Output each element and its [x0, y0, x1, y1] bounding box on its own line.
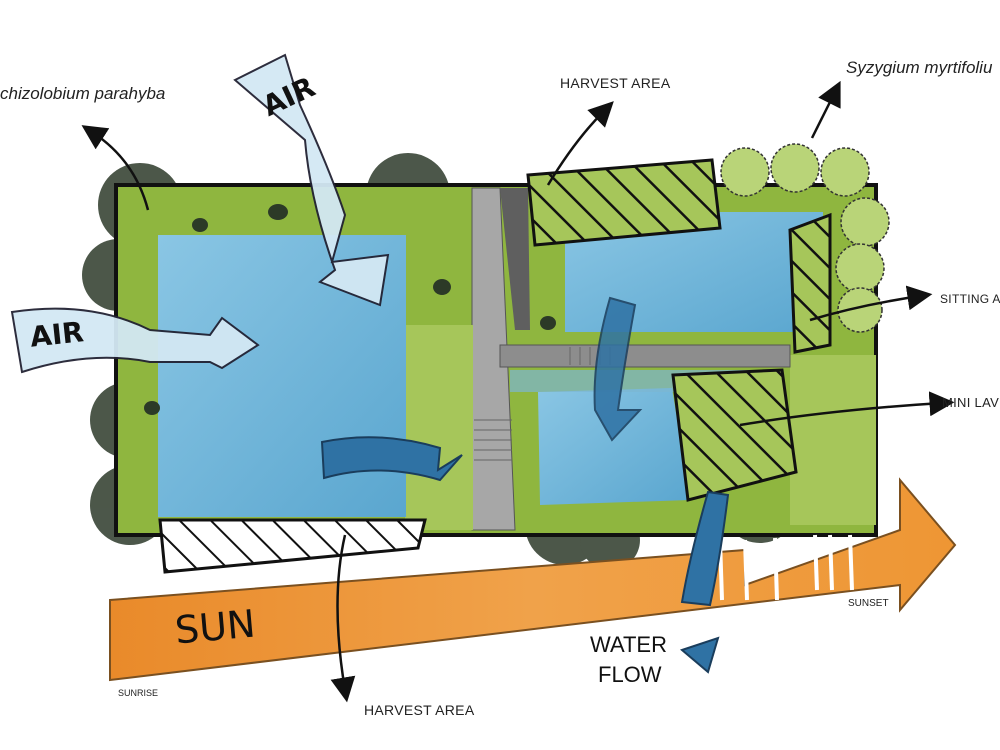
tree-label-left: chizolobium parahyba	[0, 84, 166, 103]
leader-tree-left	[81, 125, 150, 211]
pond-middle-right	[538, 388, 690, 505]
shrub	[820, 147, 870, 197]
air-arrow-top	[233, 53, 390, 307]
sitting-area-hatch	[788, 212, 832, 354]
harvest-area-top-hatch	[526, 158, 722, 247]
air-label-left: AIR	[28, 315, 86, 354]
shrub	[837, 287, 883, 333]
sunset-label: SUNSET	[848, 598, 889, 609]
leader-sitting	[809, 285, 933, 322]
leader-tree-right	[810, 80, 841, 139]
tree-label-right: Syzygium myrtifoliu	[846, 58, 993, 77]
sun-label: SUN	[173, 601, 258, 653]
shrub	[720, 147, 770, 197]
air-arrow-left	[10, 307, 260, 374]
sunrise-label: SUNRISE	[118, 688, 159, 698]
water-flow-arrow-main	[320, 436, 463, 482]
gravel-path-horizontal	[499, 344, 791, 368]
leader-mini-lawn	[739, 391, 955, 427]
shrub	[770, 143, 820, 193]
mini-lawn-label: MINI LAV	[942, 395, 1000, 410]
water-flow-label-line1: WATER	[590, 632, 667, 657]
water-flow-arrow-mid	[593, 296, 643, 442]
water-flow-arrow-down	[680, 490, 730, 607]
lawn-right-strip	[790, 355, 876, 525]
harvest-area-bottom-hatch	[158, 518, 427, 574]
shrub	[835, 243, 885, 293]
water-flow-arrowhead	[679, 636, 720, 674]
leader-harvest-bottom	[330, 534, 356, 703]
leader-harvest-top	[546, 101, 614, 186]
harvest-area-bottom-label: HARVEST AREA	[364, 702, 475, 718]
shrub	[840, 197, 890, 247]
lawn-lower-middle	[405, 325, 473, 530]
small-bushes	[144, 204, 556, 415]
shrub-row	[720, 143, 890, 333]
harvest-area-top-label: HARVEST AREA	[560, 75, 671, 91]
leader-lines	[81, 80, 955, 703]
sitting-area-label: SITTING A	[940, 292, 1000, 306]
mini-lawn-hatch	[671, 368, 798, 502]
gravel-path-dark	[500, 188, 530, 330]
water-flow-label-line2: FLOW	[598, 662, 662, 687]
